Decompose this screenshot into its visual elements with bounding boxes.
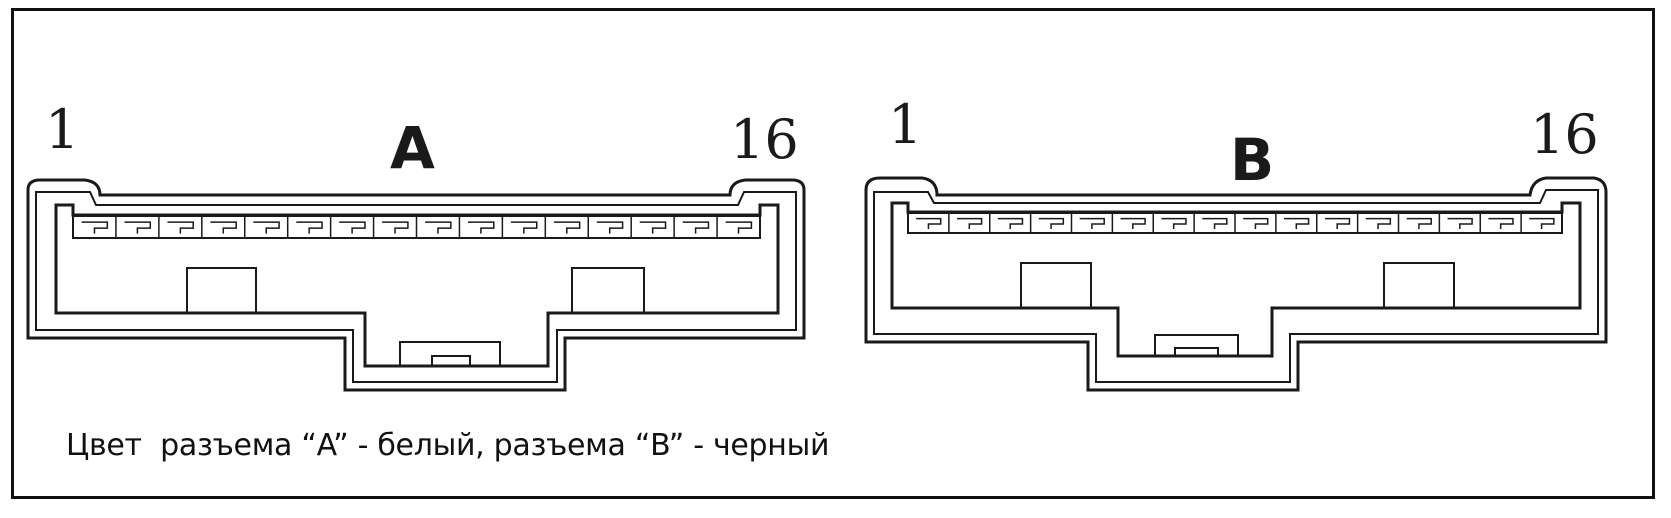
connector-a: 1 16 A — [26, 98, 806, 392]
connector-a-pin-15 — [673, 216, 710, 238]
connector-a-pin-9 — [415, 216, 452, 238]
connector-a-pins — [72, 216, 753, 238]
connector-b-pin-last-label: 16 — [1530, 103, 1599, 166]
connector-a-pin-5 — [244, 216, 280, 238]
connector-b-housing-inner — [873, 189, 1599, 383]
connector-b-pin-8 — [1193, 213, 1228, 233]
connector-a-pin-last-label: 16 — [730, 108, 799, 171]
connector-b-pin-4 — [1029, 213, 1065, 233]
connector-b-pins — [907, 213, 1555, 233]
connector-a-pin-first-label: 1 — [45, 98, 79, 161]
caption: Цвет разъема “A” - белый, разъема “B” - … — [66, 428, 830, 463]
connector-b-pin-7 — [1152, 213, 1187, 233]
connector-b-pin-2 — [948, 213, 983, 233]
connector-a-pin-2 — [115, 216, 152, 238]
connector-a-pin-10 — [458, 216, 495, 238]
connector-a-key — [399, 341, 501, 366]
connector-b-pin-10 — [1275, 213, 1310, 233]
diagram-frame — [11, 8, 1655, 499]
connector-a-pin-14 — [630, 216, 667, 238]
connector-a-pin-12 — [544, 216, 581, 238]
connector-a-pin-8 — [372, 216, 409, 238]
connector-b-key — [1154, 334, 1239, 356]
connector-b: 1 16 B — [864, 93, 1608, 392]
connector-b-pin-11 — [1316, 213, 1351, 233]
connector-a-housing-inner — [35, 191, 797, 383]
connector-a-pin-4 — [201, 216, 237, 238]
connector-a-letter: A — [390, 114, 435, 182]
connector-a-latch-right — [571, 267, 645, 314]
connector-b-pin-5 — [1070, 213, 1105, 233]
connector-b-latch-left — [1020, 262, 1092, 309]
connector-b-pin-16 — [1520, 213, 1555, 233]
connector-b-pin-6 — [1111, 213, 1146, 233]
connector-a-latch-left — [186, 267, 257, 314]
connector-a-pin-3 — [158, 216, 194, 238]
connector-a-pin-16 — [716, 216, 753, 238]
connector-b-pin-12 — [1356, 213, 1392, 233]
connector-a-housing-outer — [26, 178, 806, 392]
connector-a-pin-7 — [329, 216, 366, 238]
connector-b-pin-14 — [1438, 213, 1473, 233]
connector-b-pin-13 — [1397, 213, 1432, 233]
connector-b-latch-right — [1383, 262, 1455, 309]
connector-a-pin-13 — [587, 216, 624, 238]
connector-b-pin-1 — [907, 213, 942, 233]
connector-b-pin-15 — [1479, 213, 1514, 233]
connector-b-pin-first-label: 1 — [888, 93, 922, 156]
connector-a-pin-1 — [72, 216, 109, 238]
connector-b-housing-outer — [864, 176, 1608, 392]
connector-b-pin-3 — [989, 213, 1024, 233]
connector-b-pin-9 — [1234, 213, 1269, 233]
connector-a-pin-11 — [501, 216, 538, 238]
connector-b-letter: B — [1230, 126, 1274, 194]
connector-a-pin-6 — [286, 216, 323, 238]
